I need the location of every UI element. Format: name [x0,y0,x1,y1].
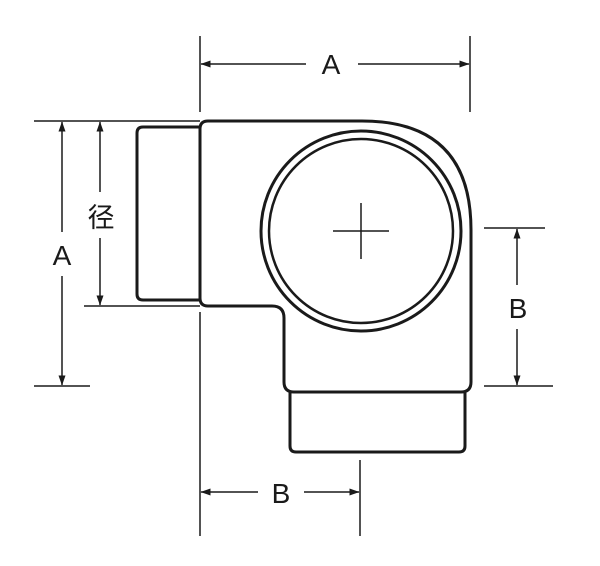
dimension-label-left-a: A [53,240,72,271]
dimension-bottom-b: B [200,478,360,509]
outlet-inner-ring [267,137,455,325]
dimension-left-a: A [53,121,72,386]
dimension-right-b: B [509,228,528,386]
dimension-label-bottom-b: B [272,478,291,509]
left-pipe-stub [135,125,202,302]
dimension-diameter: 径 [88,121,115,306]
fitting-body [135,119,473,454]
dimension-label-diameter: 径 [88,203,115,234]
dimension-label-top-a: A [322,49,341,80]
bottom-pipe-stub [288,388,467,454]
dimension-label-right-b: B [509,293,528,324]
dimension-top-a: A [200,49,470,80]
extension-lines [34,36,553,536]
